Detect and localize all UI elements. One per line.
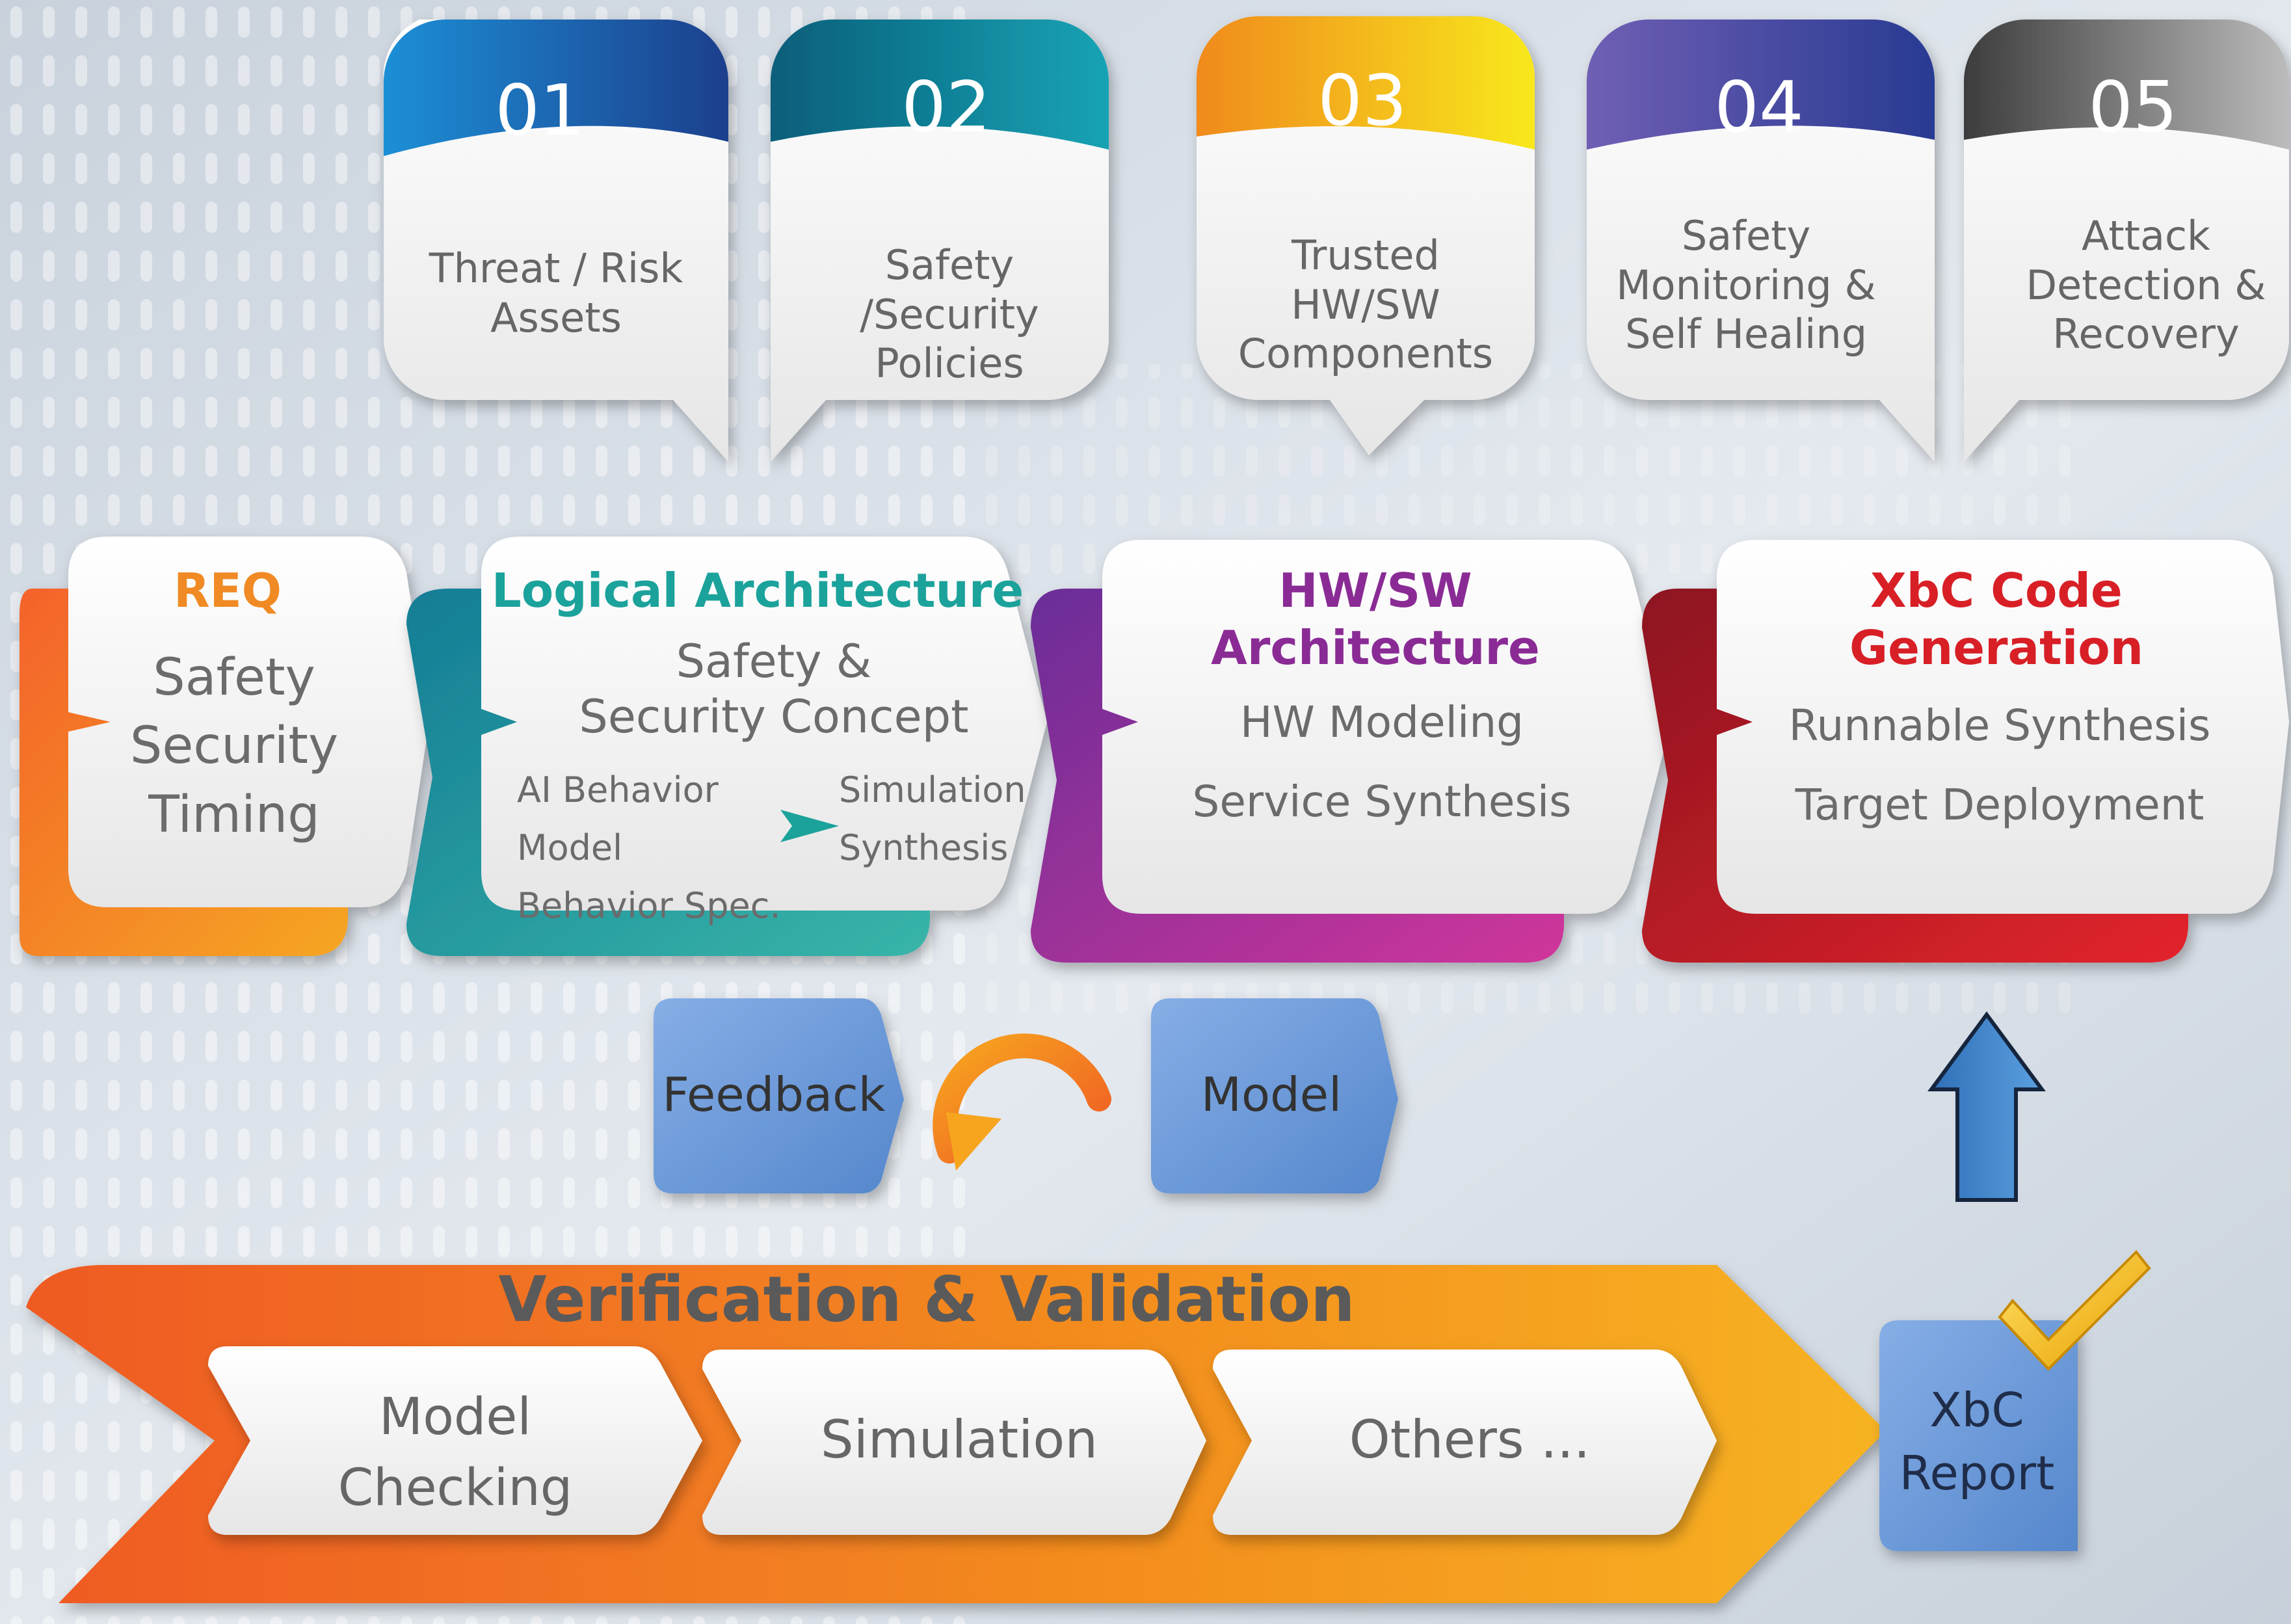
step-card-02 — [771, 20, 1109, 462]
step-number-05: 05 — [2088, 67, 2178, 148]
req-lines: Safety Security Timing — [85, 644, 384, 849]
xbc-items: Runnable Synthesis Target Deployment — [1756, 686, 2244, 845]
hwsw-item-service-synthesis: Service Synthesis — [1192, 777, 1572, 827]
hwsw-items: HW Modeling Service Synthesis — [1171, 683, 1593, 842]
phase-hwsw-architecture — [1031, 540, 1671, 963]
logical-item-ai-behavior-model: AI Behavior Model — [517, 769, 719, 869]
step-number-04: 04 — [1714, 67, 1804, 148]
logical-item-synthesis: Synthesis — [839, 827, 1009, 869]
req-line-security: Security — [129, 717, 339, 776]
logical-concept: Safety & Security Concept — [579, 635, 969, 744]
step-label-05: Attack Detection & Recovery — [2026, 212, 2266, 358]
model-label: Model — [1200, 1067, 1342, 1122]
vv-item-others: Others ... — [1349, 1409, 1591, 1470]
phase-logical-architecture — [406, 537, 1047, 956]
checkmark-icon — [1998, 1250, 2151, 1371]
req-title: REQ — [174, 563, 282, 618]
step-number-02: 02 — [901, 67, 991, 148]
req-line-timing: Timing — [148, 785, 320, 844]
step-card-05 — [1964, 20, 2289, 462]
logical-architecture-title: Logical Architecture — [491, 563, 1024, 618]
phase-req — [20, 537, 429, 956]
refresh-cycle-icon — [933, 1033, 1111, 1171]
step-number-03: 03 — [1318, 60, 1407, 142]
feedback-label: Feedback — [662, 1067, 886, 1122]
vv-item-simulation-box — [702, 1350, 1206, 1535]
up-arrow-icon — [1927, 1011, 2046, 1202]
step-number-01: 01 — [495, 70, 585, 152]
model-tile — [1151, 998, 1398, 1193]
logical-item-behavior-spec: Behavior Spec. — [517, 885, 781, 927]
logical-left-items: AI Behavior Model Behavior Spec. — [517, 761, 816, 935]
xbc-item-runnable-synthesis: Runnable Synthesis — [1788, 700, 2211, 751]
logical-right-items: Simulation Synthesis — [839, 761, 1034, 877]
step-label-02: Safety /Security Policies — [860, 241, 1039, 388]
hwsw-item-hw-modeling: HW Modeling — [1239, 697, 1524, 747]
step-card-01 — [383, 20, 728, 462]
step-label-01: Threat / Risk Assets — [429, 245, 683, 341]
vv-item-others-box — [1213, 1350, 1717, 1535]
req-line-safety: Safety — [153, 648, 315, 707]
xbc-code-generation-title: XbC Code Generation — [1849, 563, 2143, 675]
step-card-04 — [1587, 20, 1935, 462]
feedback-tile — [654, 998, 904, 1193]
xbc-item-target-deployment: Target Deployment — [1795, 780, 2205, 831]
xbc-report-tile — [1879, 1320, 2078, 1551]
xbc-report-label: XbC Report — [1899, 1383, 2055, 1501]
vv-item-model-checking: Model Checking — [338, 1388, 573, 1518]
vv-item-simulation: Simulation — [820, 1409, 1098, 1470]
logical-item-simulation: Simulation — [839, 769, 1026, 810]
phase-xbc-code-generation — [1642, 540, 2289, 963]
step-label-04: Safety Monitoring & Self Healing — [1616, 212, 1876, 358]
step-label-03: Trusted HW/SW Components — [1238, 232, 1494, 378]
vv-title: Verification & Validation — [498, 1263, 1355, 1336]
vv-item-model-checking-box — [208, 1346, 702, 1535]
hwsw-architecture-title: HW/SW Architecture — [1211, 563, 1540, 675]
flow-arrow-icon — [780, 810, 839, 842]
step-card-03 — [1197, 16, 1535, 455]
